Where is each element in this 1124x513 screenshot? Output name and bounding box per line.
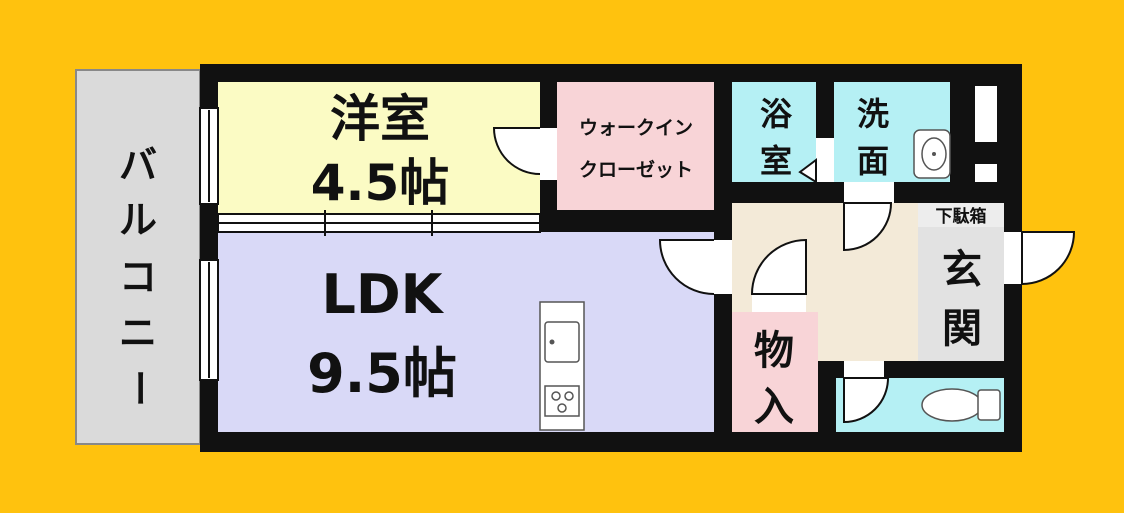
kitchen-counter [539,301,585,431]
bathroom-floor [732,82,816,182]
balcony-label-char-2: ル [119,198,157,242]
balcony-label-char-1: バ [119,143,157,187]
toilet-icon [921,388,1001,422]
storage-label-line2: 入 [754,384,794,430]
balcony-label: バ ル コ ニ ー [117,143,161,407]
bathroom-label-line2: 室 [760,142,792,180]
ldk-size: 9.5帖 [307,342,457,405]
ldk-name: LDK [321,263,444,326]
balcony-area [75,69,201,445]
shoe-box-label: 下駄箱 [936,206,987,227]
shoe-box-floor [918,203,1004,227]
entrance-label-line2: 関 [942,306,982,352]
wall-cabinet-inner-1 [975,86,997,142]
bathroom-door [798,158,817,184]
washroom-label-line2: 面 [857,142,889,180]
closet-door-swing [492,127,541,175]
closet-floor [557,82,714,210]
ldk-door-swing [658,239,715,295]
entrance-floor [918,227,1004,361]
wall-cabinet-inner-2 [975,164,997,182]
closet-label-line1: ウォークイン [579,117,693,139]
bathroom-label-line1: 浴 [760,95,793,133]
entrance-label-line1: 玄 [942,247,982,293]
balcony-label-char-4: ニ [119,311,157,355]
stove-icon [544,385,580,417]
kitchen-sink-icon [544,321,580,363]
bedroom-floor [218,82,540,214]
wash-basin-icon [913,129,951,179]
bedroom-size: 4.5帖 [311,154,450,212]
balcony-label-char-5: ー [117,369,161,407]
washroom-door-swing [843,202,893,252]
front-door-swing [1021,231,1076,286]
bedroom-name: 洋室 [330,90,430,148]
washroom-label-line1: 洗 [857,95,889,133]
balcony-label-char-3: コ [119,255,157,299]
storage-label-line1: 物 [754,328,794,374]
storage-floor [732,312,818,432]
ldk-floor [218,232,714,432]
hall-door-swing [750,238,807,295]
closet-label-line2: クローゼット [579,158,693,181]
toilet-door-swing [843,377,890,424]
